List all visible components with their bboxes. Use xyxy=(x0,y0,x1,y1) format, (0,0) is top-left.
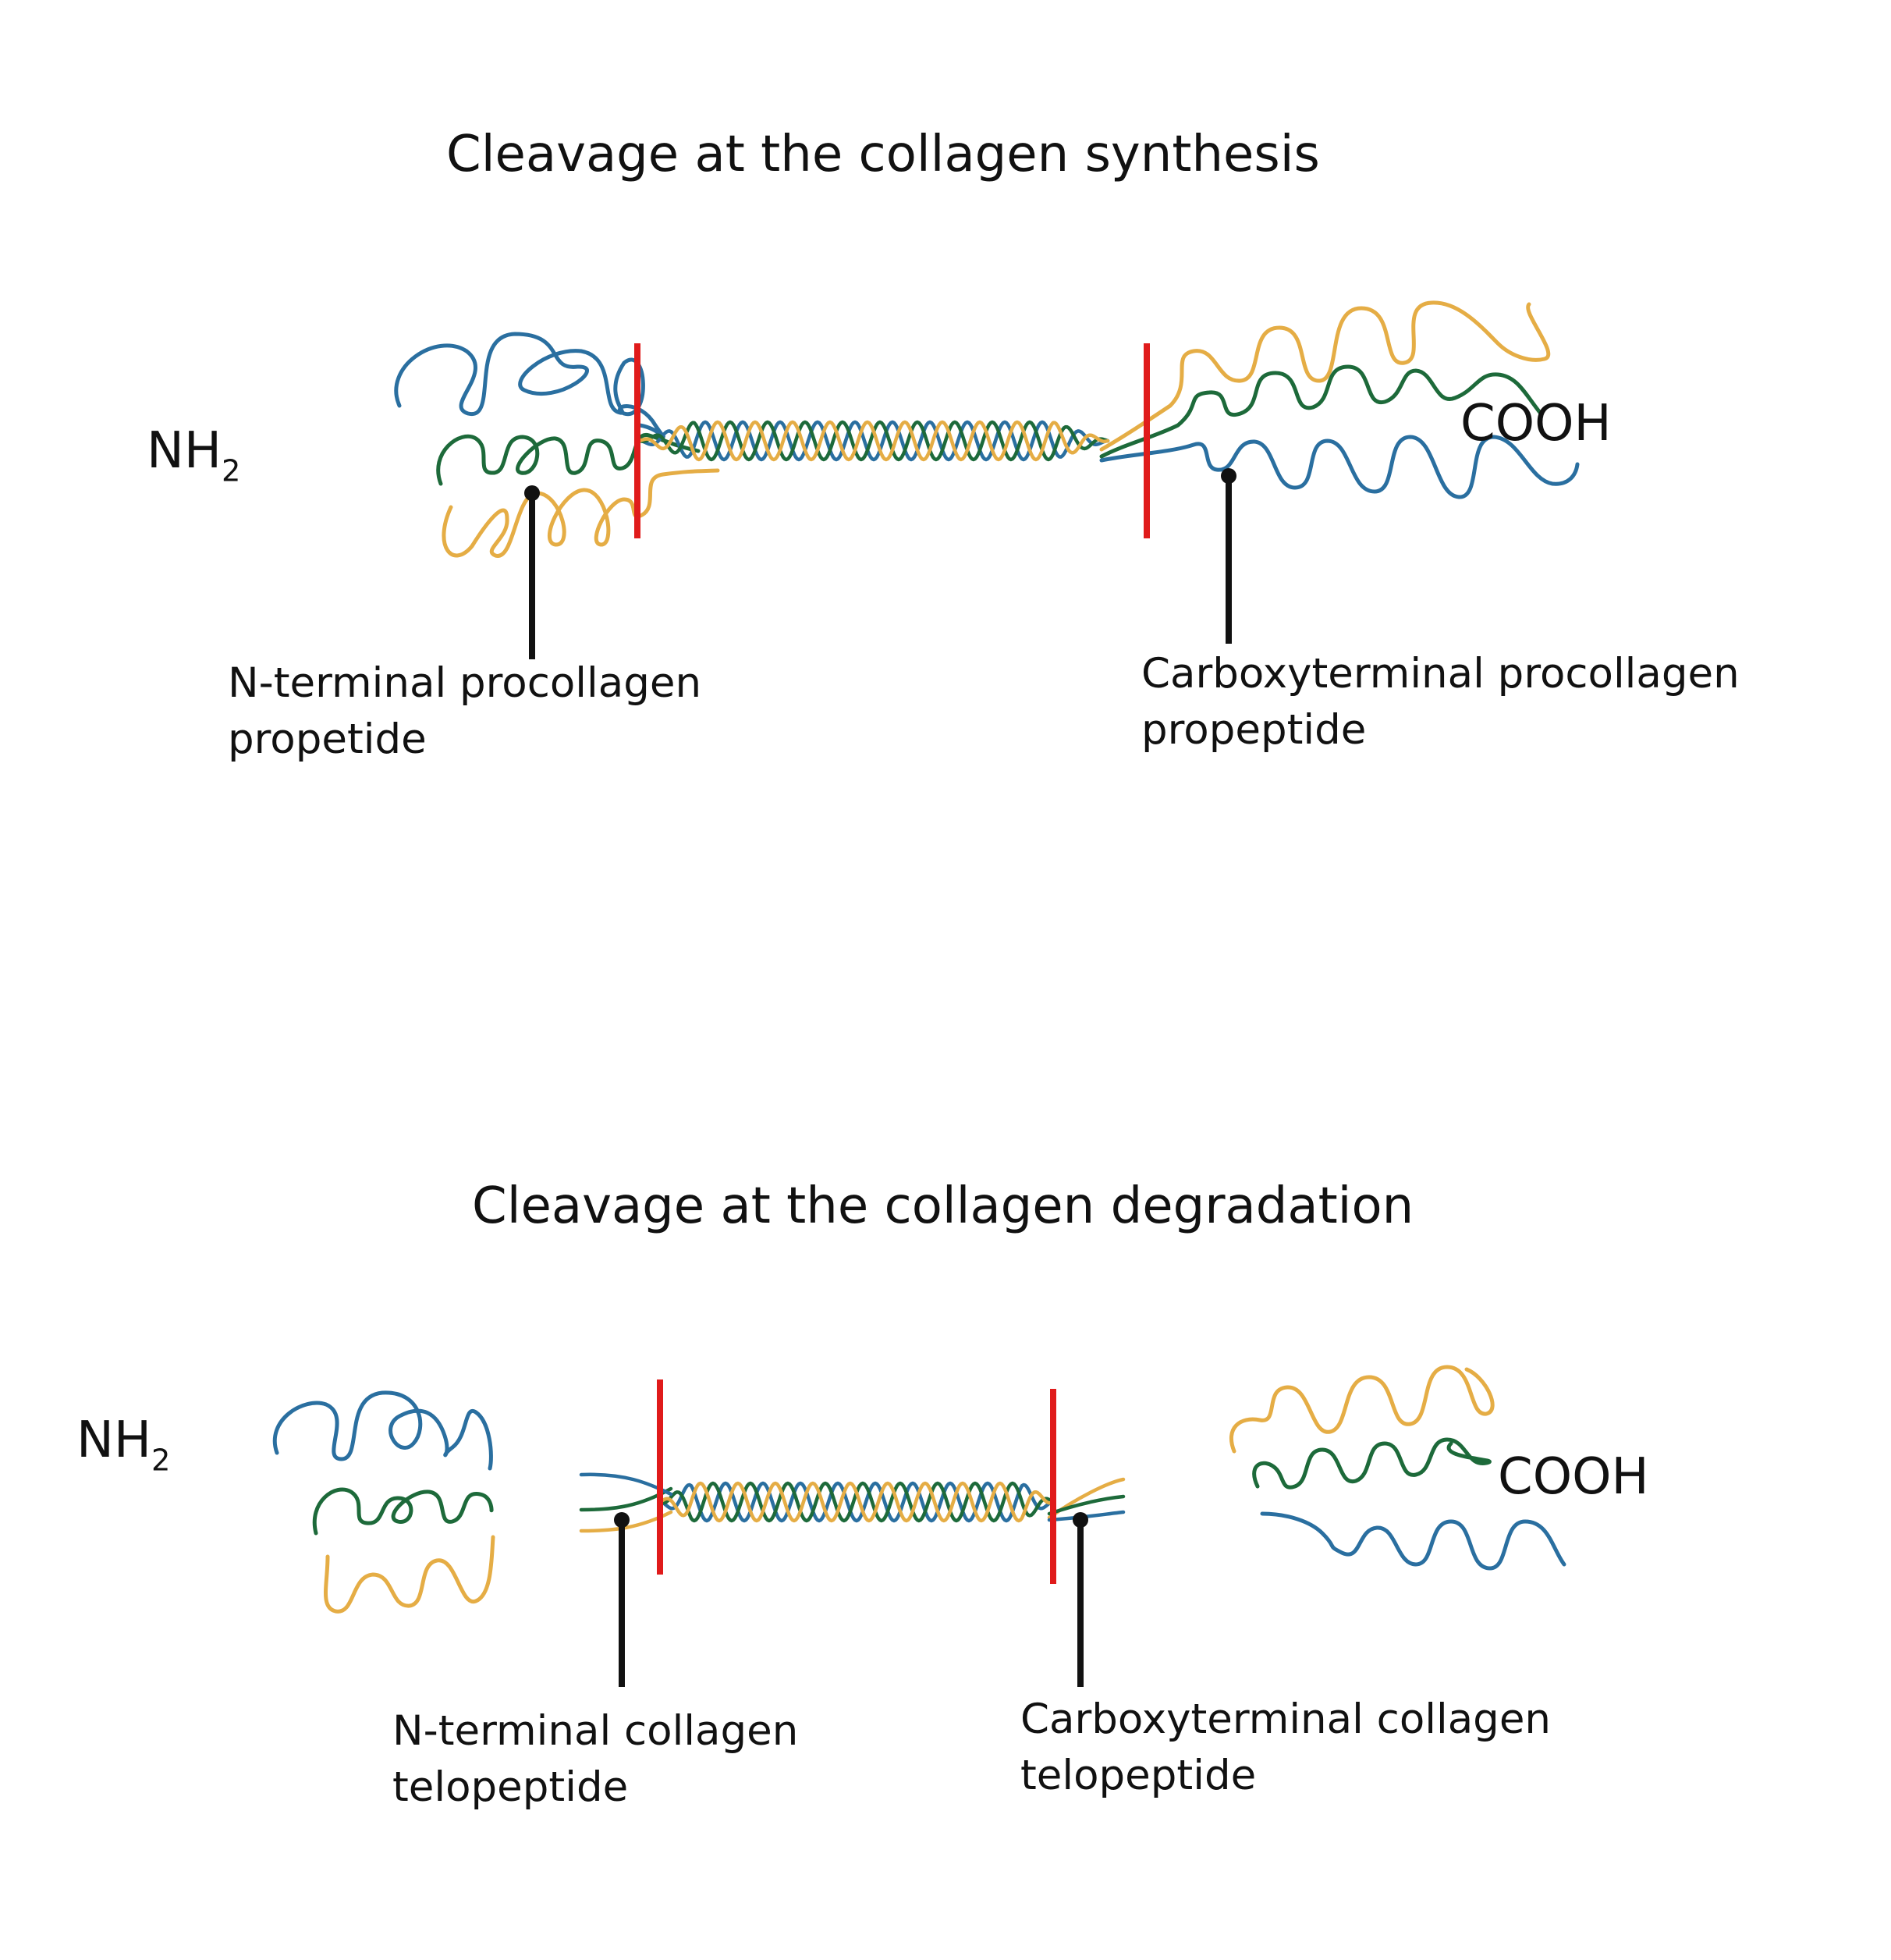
n-propeptide-label-line2: propetide xyxy=(228,715,427,763)
n-propeptide-yellow-coil xyxy=(442,468,720,558)
nh2-main: NH xyxy=(147,422,222,480)
synthesis-molecule xyxy=(394,300,1580,659)
cleavage-line-icon xyxy=(657,1379,1056,1584)
synthesis-nh2-label: NH2 xyxy=(147,421,240,489)
c-telopeptide-label-line2: telopeptide xyxy=(1020,1752,1257,1799)
released-n-blue-coil xyxy=(273,1390,493,1471)
released-n-propeptide-coils xyxy=(273,1390,495,1614)
released-c-blue-coil xyxy=(1260,1511,1566,1571)
helix-strand-yellow xyxy=(637,420,1110,462)
c-telopeptide-pointer-dot xyxy=(1073,1512,1088,1528)
degradation-molecule xyxy=(273,1365,1566,1687)
released-c-propeptide-coils xyxy=(1229,1365,1566,1571)
n-propeptide-pointer-dot xyxy=(524,485,540,501)
synthesis-cooh-label: COOH xyxy=(1460,395,1612,453)
pointer-icon xyxy=(614,1512,1088,1687)
degradation-nh2-label: NH2 xyxy=(76,1411,170,1479)
c-propeptide-yellow-coil xyxy=(1099,300,1551,452)
released-c-yellow-coil xyxy=(1229,1365,1495,1454)
helix-strand-yellow-short xyxy=(658,1481,1055,1523)
n-telopeptide-label-line1: N-terminal collagen xyxy=(392,1707,799,1755)
released-c-green-coil xyxy=(1252,1437,1492,1490)
n-telopeptide-label: N-terminal collagen telopeptide xyxy=(392,1703,798,1816)
nh2-subscript: 2 xyxy=(151,1443,171,1479)
c-telopeptide-blue-tail xyxy=(1047,1510,1126,1522)
synthesis-title: Cleavage at the collagen synthesis xyxy=(446,126,1320,183)
c-terminal-propeptide-coils xyxy=(1099,300,1580,499)
n-telopeptide-blue-tail xyxy=(579,1472,673,1497)
n-propeptide-label-line1: N-terminal procollagen xyxy=(228,659,702,707)
c-propeptide-label-line2: propeptide xyxy=(1141,706,1367,754)
c-telopeptide-label-line1: Carboxyterminal collagen xyxy=(1020,1695,1552,1743)
c-propeptide-label-line1: Carboxyterminal procollagen xyxy=(1141,650,1740,698)
released-n-yellow-coil xyxy=(324,1535,495,1614)
cleavage-line-icon xyxy=(634,343,1150,538)
degradation-cooh-label: COOH xyxy=(1498,1448,1649,1506)
c-telopeptide-label: Carboxyterminal collagen telopeptide xyxy=(1020,1692,1551,1804)
n-terminal-propeptide-coils xyxy=(394,332,720,558)
triple-helix-icon xyxy=(658,1481,1055,1523)
nh2-subscript: 2 xyxy=(222,453,241,489)
released-n-green-coil xyxy=(312,1487,494,1536)
nh2-main: NH xyxy=(76,1411,151,1469)
c-telopeptide-green-tail xyxy=(1047,1494,1126,1516)
triple-helix-icon xyxy=(637,420,1110,462)
n-telopeptide-label-line2: telopeptide xyxy=(392,1763,629,1811)
n-telopeptide-pointer-dot xyxy=(614,1512,630,1528)
c-propeptide-blue-coil xyxy=(1099,435,1580,499)
n-propeptide-green-coil xyxy=(436,433,701,486)
n-propeptide-label: N-terminal procollagen propetide xyxy=(228,655,701,768)
c-propeptide-green-coil xyxy=(1099,364,1543,459)
n-propeptide-blue-coil xyxy=(394,332,665,439)
helix-strand-blue-short xyxy=(658,1481,1055,1523)
pointer-icon xyxy=(524,468,1236,659)
degradation-title: Cleavage at the collagen degradation xyxy=(472,1177,1414,1235)
c-propeptide-label: Carboxyterminal procollagen propeptide xyxy=(1141,646,1740,758)
c-propeptide-pointer-dot xyxy=(1221,468,1236,484)
